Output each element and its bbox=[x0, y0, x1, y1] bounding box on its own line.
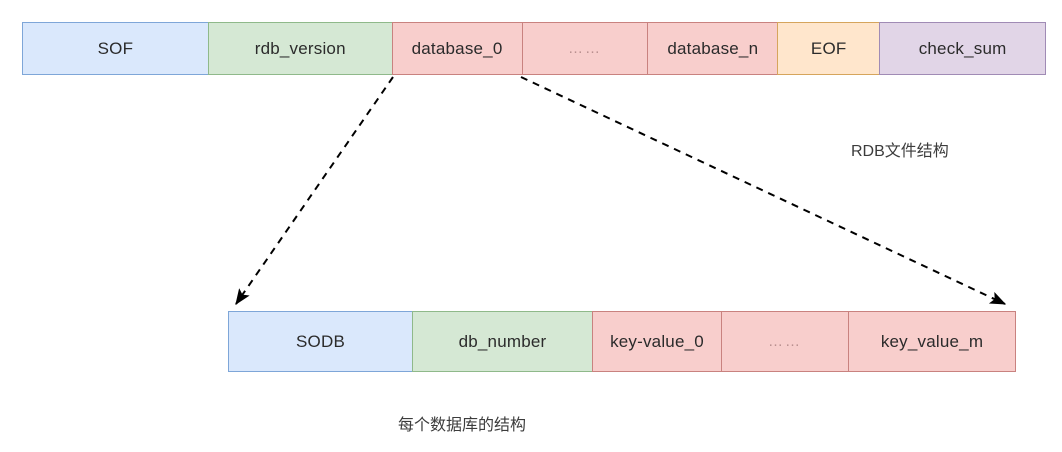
cell-eof: EOF bbox=[777, 22, 881, 75]
expand-right-connector bbox=[520, 76, 1007, 305]
cell-rdb-version: rdb_version bbox=[207, 22, 393, 75]
cell-db-number: db_number bbox=[412, 311, 593, 372]
caption-rdb-file-structure: RDB文件结构 bbox=[851, 143, 949, 160]
cell-sodb: SODB bbox=[228, 311, 413, 372]
expand-left-connector bbox=[235, 76, 394, 305]
rdb-file-structure-bar: SOF rdb_version database_0 …… database_n… bbox=[22, 22, 1046, 75]
cell-database-0: database_0 bbox=[391, 22, 523, 75]
cell-check-sum: check_sum bbox=[879, 22, 1046, 75]
database-structure-bar: SODB db_number key-value_0 …… key_value_… bbox=[228, 311, 1016, 372]
cell-key-value-0: key-value_0 bbox=[592, 311, 722, 372]
cell-database-n: database_n bbox=[647, 22, 779, 75]
cell-key-values-ellipsis: …… bbox=[721, 311, 849, 372]
cell-key-value-m: key_value_m bbox=[848, 311, 1016, 372]
cell-sof: SOF bbox=[22, 22, 209, 75]
cell-databases-ellipsis: …… bbox=[521, 22, 649, 75]
caption-database-structure: 每个数据库的结构 bbox=[398, 417, 527, 434]
